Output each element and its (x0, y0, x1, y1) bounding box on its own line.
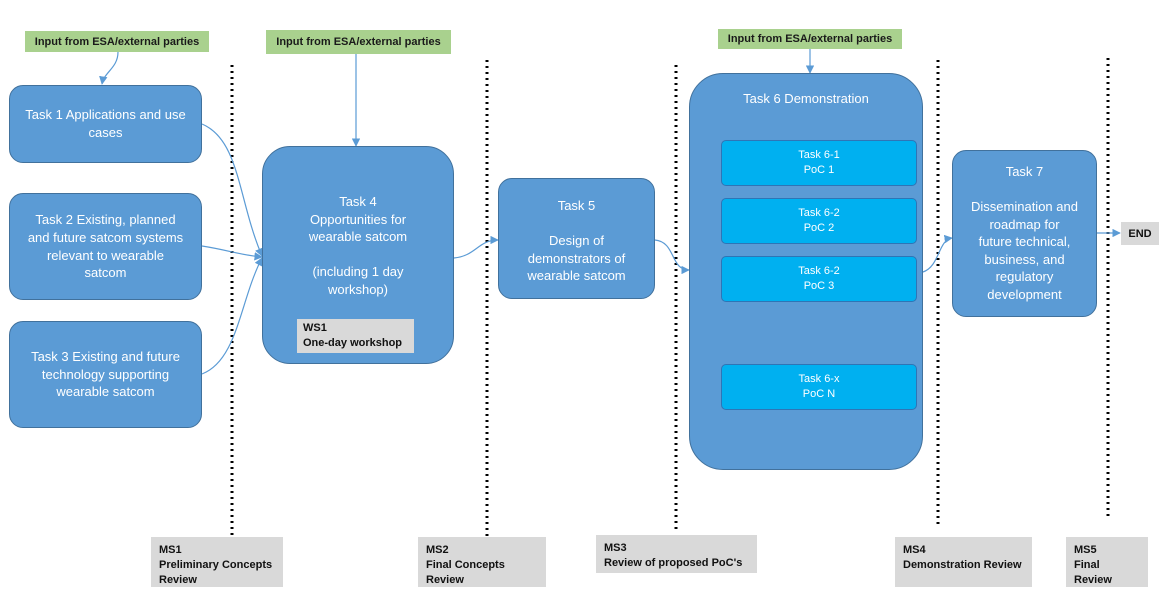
milestone-ms4: MS4 Demonstration Review (895, 537, 1032, 587)
task-6-title: Task 6 Demonstration (743, 91, 869, 106)
milestone-ms5: MS5 Final Review (1066, 537, 1148, 587)
milestone-ms3: MS3 Review of proposed PoC's (596, 535, 757, 573)
milestone-ms3-label: Review of proposed PoC's (604, 556, 743, 569)
poc-3-box: Task 6-2 PoC 3 (721, 256, 917, 302)
milestone-ms1-label: Preliminary Concepts Review (159, 558, 273, 586)
poc-2-box: Task 6-2 PoC 2 (721, 198, 917, 244)
task-3-text: Task 3 Existing and future technology su… (31, 349, 180, 400)
task-3-box: Task 3 Existing and future technology su… (9, 321, 202, 428)
task1-to-task4-arrow (201, 123, 263, 257)
task-4-text: Task 4 Opportunities for wearable satcom… (308, 194, 408, 297)
task3-to-task4-arrow (201, 257, 263, 375)
input-label-1: Input from ESA/external parties (25, 31, 209, 52)
task-1-box: Task 1 Applications and use cases (9, 85, 202, 163)
task5-to-task6-arrow (654, 239, 690, 275)
input-label-3: Input from ESA/external parties (718, 29, 902, 49)
poc-1-box: Task 6-1 PoC 1 (721, 140, 917, 186)
milestone-ms3-id: MS3 (604, 542, 627, 554)
workshop-box: WS1 One-day workshop (297, 319, 414, 353)
milestone-ms2-label: Final Concepts Review (426, 558, 505, 586)
task-7-text: Task 7 Dissemination and roadmap for fut… (971, 164, 1078, 302)
milestone-ms5-id: MS5 (1074, 544, 1097, 556)
input-label-2: Input from ESA/external parties (266, 30, 451, 54)
milestone-ms4-id: MS4 (903, 544, 926, 556)
end-box: END (1121, 222, 1159, 245)
milestone-ms4-label: Demonstration Review (903, 558, 1022, 571)
task-5-text: Task 5 Design of demonstrators of wearab… (527, 198, 626, 284)
poc-n-box: Task 6-x PoC N (721, 364, 917, 410)
workshop-id: WS1 (303, 322, 327, 334)
task-1-text: Task 1 Applications and use cases (25, 107, 186, 140)
task2-to-task4-arrow (201, 245, 263, 261)
task-7-box: Task 7 Dissemination and roadmap for fut… (952, 150, 1097, 317)
input1-arrow (99, 51, 119, 85)
milestone-ms2-id: MS2 (426, 544, 449, 556)
milestone-ms2: MS2 Final Concepts Review (418, 537, 546, 587)
workshop-label: One-day workshop (303, 336, 403, 349)
task4-to-task5-arrow (453, 235, 499, 259)
task6-to-task7-arrow (922, 234, 953, 273)
milestone-ms5-label: Final Review (1074, 558, 1112, 586)
task-2-box: Task 2 Existing, planned and future satc… (9, 193, 202, 300)
task-5-box: Task 5 Design of demonstrators of wearab… (498, 178, 655, 299)
milestone-ms1-id: MS1 (159, 544, 182, 556)
milestone-ms1: MS1 Preliminary Concepts Review (151, 537, 283, 587)
task-2-text: Task 2 Existing, planned and future satc… (27, 212, 184, 281)
